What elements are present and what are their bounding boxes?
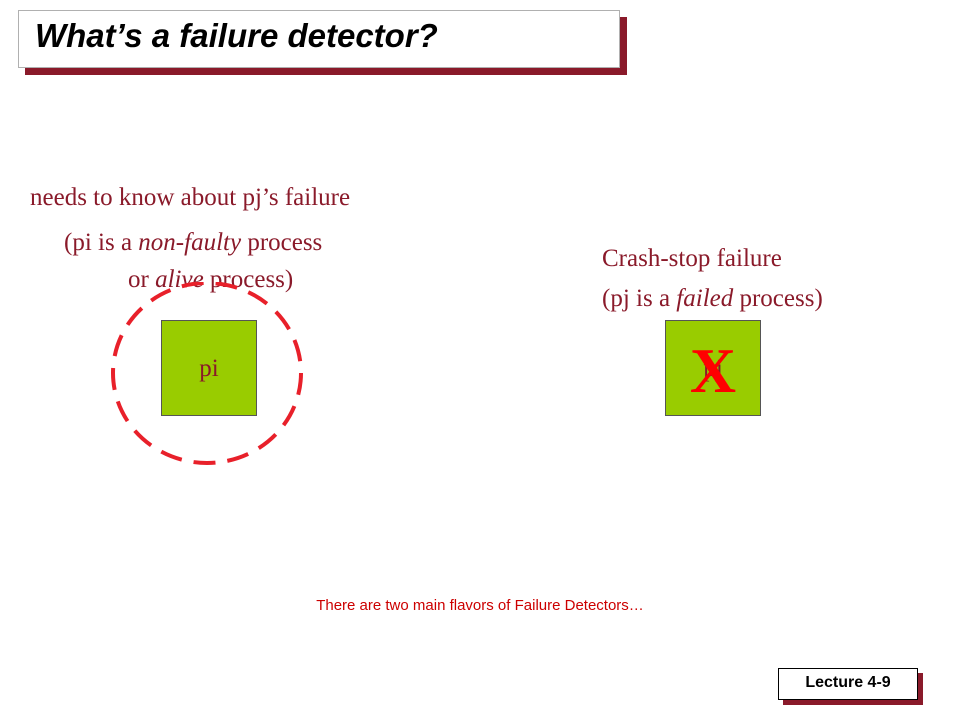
crash-stop-text: Crash-stop failure — [602, 245, 782, 272]
footer-note: There are two main flavors of Failure De… — [316, 597, 644, 614]
text-part: process) — [203, 266, 294, 293]
lecture-box: Lecture 4-9 — [778, 668, 918, 700]
text-part: (pj is a — [602, 285, 677, 312]
pi-alive-line: or alive process) — [128, 266, 293, 294]
text-emphasis: alive — [155, 266, 204, 293]
pj-failed-line: (pj is a failed process) — [602, 285, 823, 313]
process-pi-box: pi — [161, 320, 257, 416]
lecture-label: Lecture 4-9 — [805, 674, 891, 691]
text-emphasis: non-faulty — [138, 229, 242, 256]
title-box: What’s a failure detector? — [18, 10, 620, 68]
pi-nonfaulty-line: (pi is a non-faulty process — [64, 229, 322, 257]
slide-title: What’s a failure detector? — [35, 17, 438, 54]
process-pj-box: pj X — [665, 320, 761, 416]
crash-stop-line: Crash-stop failure — [602, 245, 782, 273]
failure-cross-icon: X — [689, 335, 737, 406]
process-pi-label: pi — [199, 355, 219, 382]
text-part: (pi is a — [64, 229, 139, 256]
pi-needs-line: needs to know about pj’s failure — [30, 184, 350, 212]
pi-dashed-circle — [111, 282, 303, 465]
process-pj-label: pj — [703, 355, 723, 382]
text-part: process — [241, 229, 323, 256]
pi-needs-text: needs to know about pj’s failure — [30, 184, 351, 211]
text-part: process) — [733, 285, 823, 312]
text-part: or — [128, 266, 156, 293]
text-emphasis: failed — [676, 285, 734, 312]
